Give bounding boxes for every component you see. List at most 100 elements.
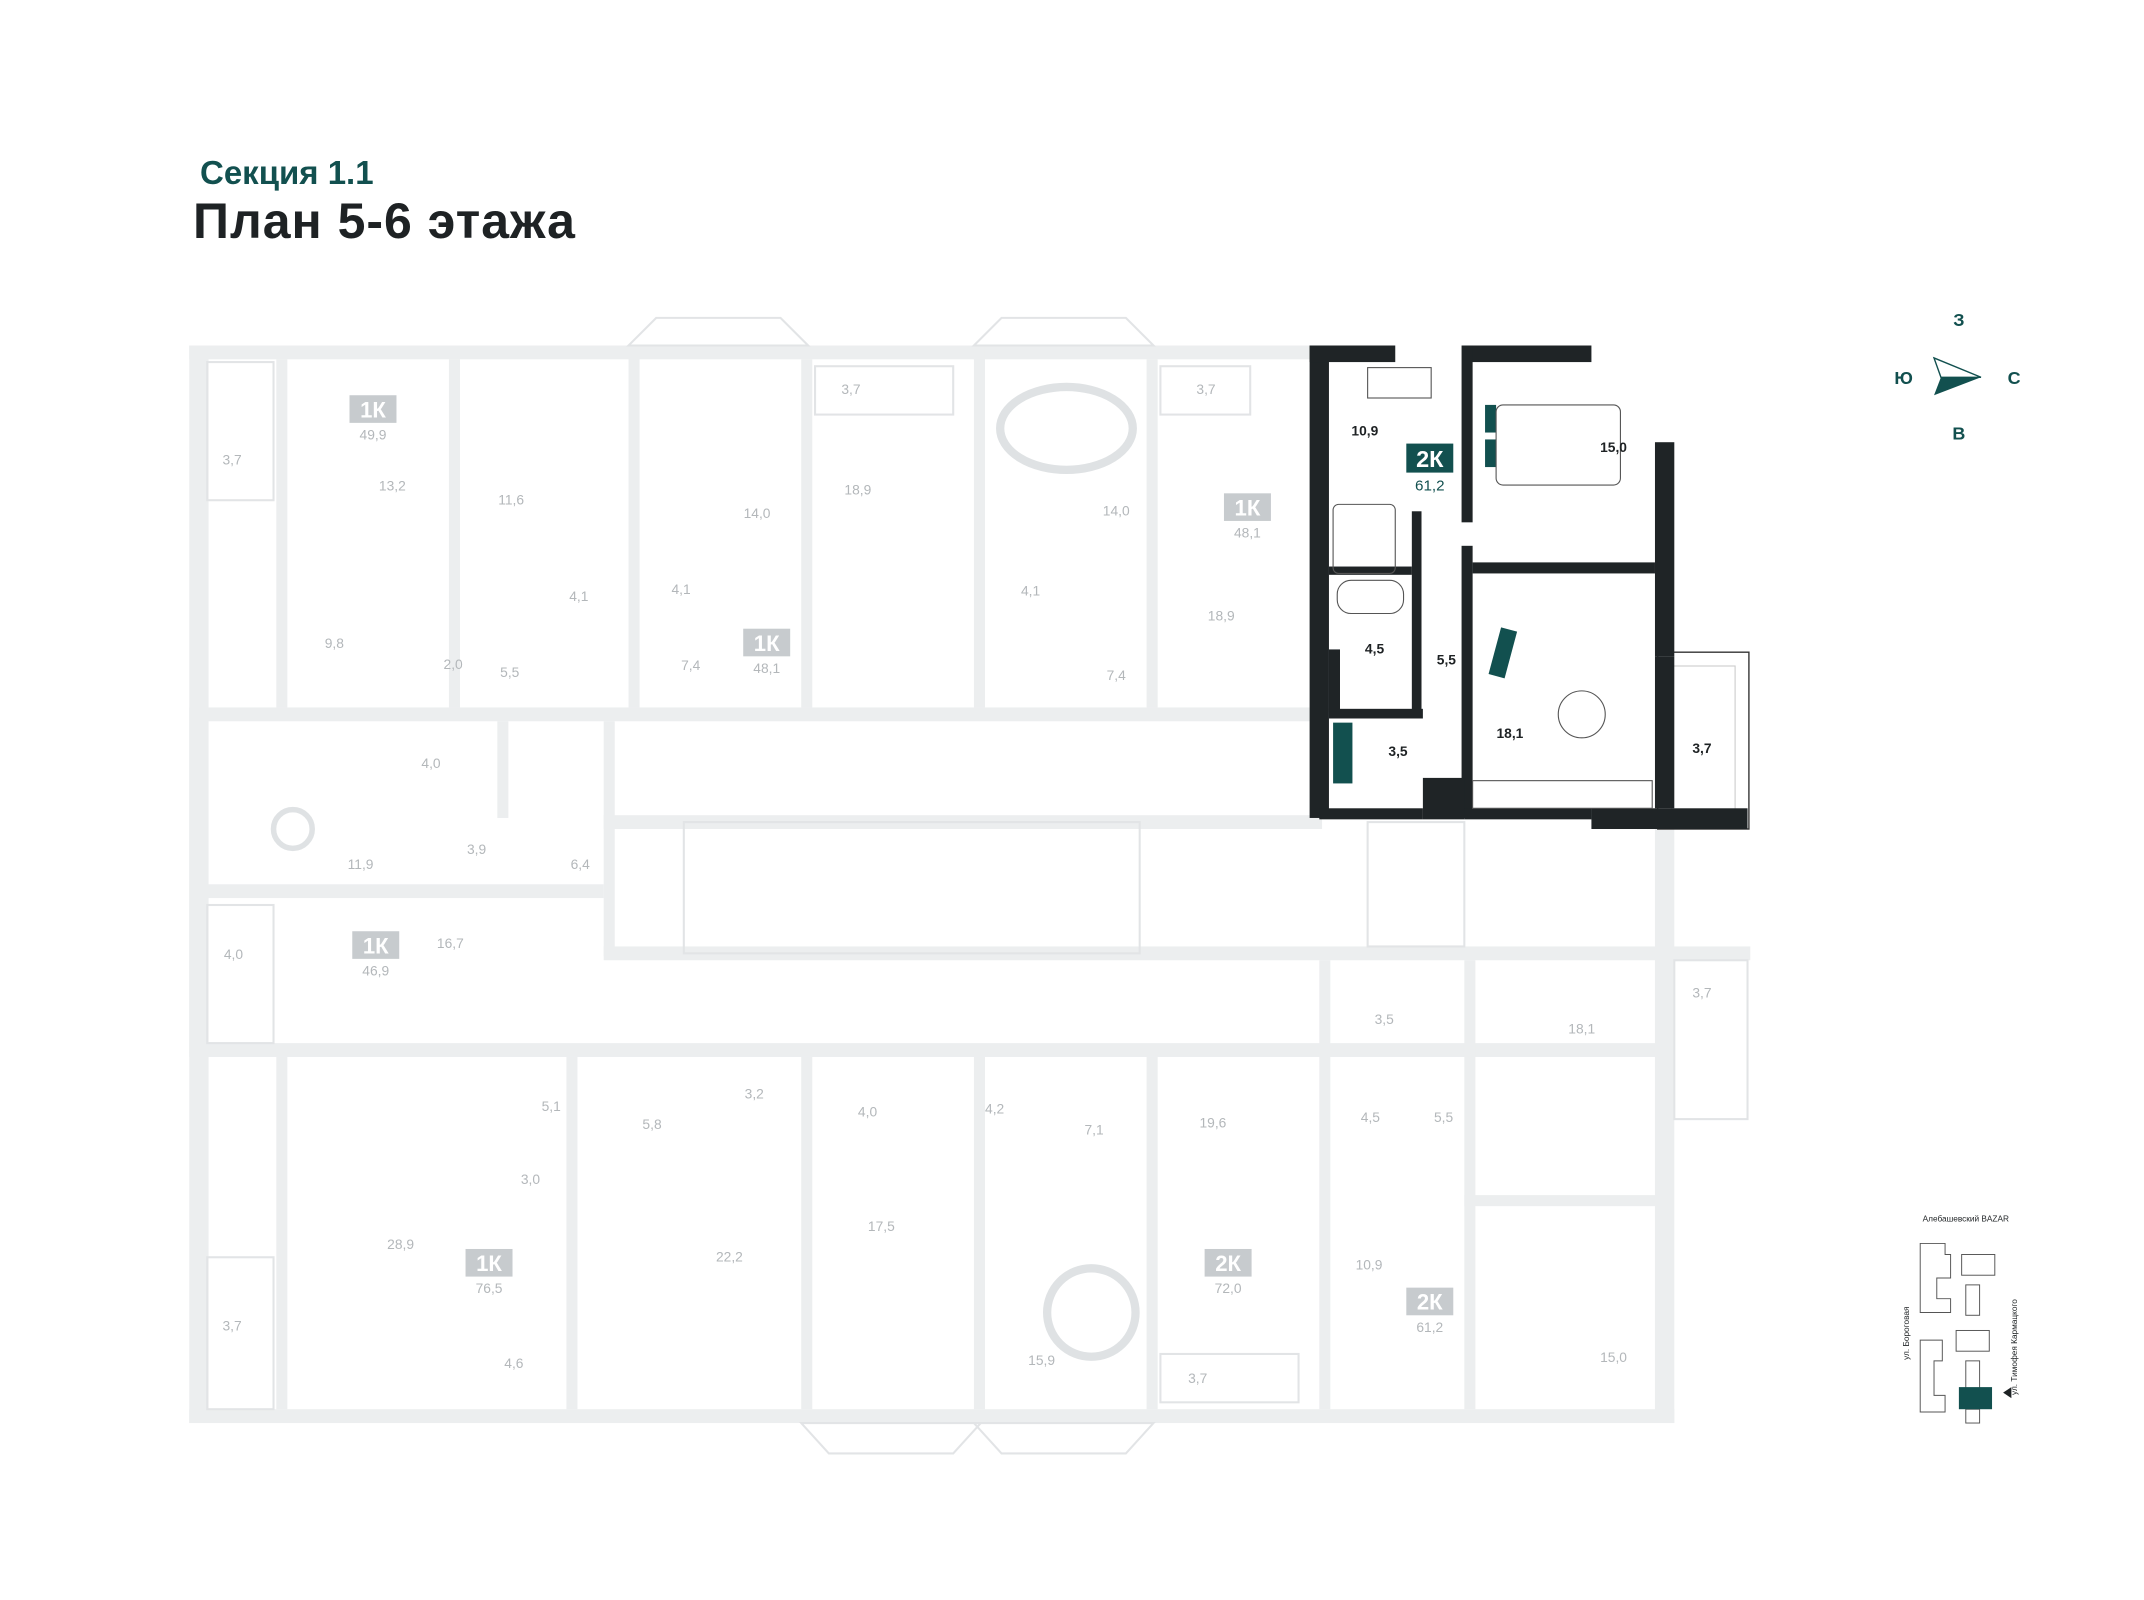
selected-badge [1406,443,1454,473]
room-area: 3,7 [222,1317,241,1333]
desk-icon [1367,367,1432,399]
room-area-labels: 3,7 13,2 11,6 9,8 2,0 5,5 4,1 4,1 14,0 7… [222,381,1711,1386]
apartment-type: 1К [360,397,386,422]
room-area: 5,5 [1434,1109,1454,1125]
room-area: 4,0 [224,946,244,962]
room-area: 3,2 [745,1085,764,1101]
apartment-badge[interactable]: 1К 46,9 [352,931,400,978]
room-area: 14,0 [1103,502,1130,518]
room-area: 13,2 [379,478,406,494]
room-area: 10,9 [1356,1257,1383,1273]
room-area: 4,5 [1365,641,1385,657]
room-area: 4,1 [671,581,690,597]
room-area: 2,0 [444,656,464,672]
room-area: 18,1 [1496,725,1523,741]
room-area: 9,8 [325,635,345,651]
apartment-type: 1К [363,933,389,958]
room-area: 11,9 [348,856,374,872]
room-area: 16,7 [437,935,464,951]
room-area: 18,9 [844,482,871,498]
kitchen-icon [1472,780,1653,809]
room-area: 15,0 [1600,1349,1627,1365]
apartment-area: 76,5 [476,1280,503,1296]
location-minimap: Алебашевский BAZAR ул. Бороговая ул. Тим… [1902,1214,2019,1424]
room-area: 5,8 [642,1116,662,1132]
room-area: 6,4 [571,856,591,872]
room-area: 4,1 [1021,583,1040,599]
room-area: 17,5 [868,1218,895,1234]
room-area: 15,9 [1028,1352,1055,1368]
minimap-street-right: ул. Тимофея Кармацкого [2010,1299,2019,1395]
pillow-icon [1485,439,1497,468]
room-area: 28,9 [387,1236,414,1252]
room-area: 15,0 [1600,439,1627,455]
apartment-type: 1К [754,631,780,656]
apartment-type: 1К [1235,495,1261,520]
apartment-type: 1К [476,1251,502,1276]
selected-apartment-area: 61,2 [1415,478,1445,495]
room-area: 7,4 [1107,667,1127,683]
building-walls [189,316,1751,1455]
room-area: 22,2 [716,1248,743,1264]
room-area: 3,7 [222,451,241,467]
room-area: 3,7 [1692,985,1711,1001]
bed-icon [1332,503,1396,574]
selected-apartment[interactable]: 2К 61,2 10,9 15,0 4,5 5,5 3,5 18,1 3,7 [1309,345,1750,830]
room-area: 18,9 [1208,607,1235,623]
compass: З Ю С В [1894,310,2020,443]
apartment-type: 2К [1417,1290,1443,1315]
room-area: 7,4 [681,657,701,673]
room-area: 3,9 [467,841,487,857]
room-area: 7,1 [1085,1121,1104,1137]
room-area: 3,7 [1188,1370,1207,1386]
room-area: 4,1 [569,588,588,604]
compass-south: Ю [1894,368,1913,388]
room-area: 4,2 [985,1101,1004,1117]
apartment-badge[interactable]: 1К 48,1 [1223,493,1271,541]
dining-table-icon [1557,690,1606,739]
room-area: 3,0 [521,1171,541,1187]
room-area: 3,7 [1196,381,1215,397]
rug-icon [1333,722,1353,784]
apartment-area: 61,2 [1416,1319,1443,1335]
apartment-area: 48,1 [1234,525,1261,541]
apartment-badge[interactable]: 1К 49,9 [349,395,397,442]
room-area: 4,5 [1361,1109,1381,1125]
compass-north: С [2008,368,2021,388]
compass-east: В [1952,423,1965,443]
minimap-street-left: ул. Бороговая [1902,1307,1911,1360]
apartment-area: 48,1 [753,660,780,676]
selected-apartment-type: 2К [1416,446,1444,472]
apartment-area: 49,9 [360,426,387,442]
bed-icon [1495,404,1621,486]
compass-arrow-icon [1932,356,1982,378]
room-area: 5,5 [1437,652,1457,668]
room-area: 4,0 [858,1103,878,1119]
room-area: 10,9 [1351,422,1378,438]
room-area: 3,7 [841,381,860,397]
apartment-badge[interactable]: 2К 61,2 [1406,1287,1454,1335]
section-label: Секция 1.1 [200,154,374,191]
room-area: 11,6 [498,491,524,507]
room-area: 18,1 [1568,1020,1595,1036]
room-area: 3,7 [1692,740,1712,756]
room-area: 14,0 [744,505,771,521]
room-area: 3,5 [1388,743,1408,759]
bathtub-icon [1336,579,1405,615]
room-area: 3,5 [1375,1011,1395,1027]
blanket-icon [1488,627,1518,679]
room-area: 5,5 [500,664,520,680]
apartment-badge[interactable]: 1К 76,5 [465,1248,513,1296]
current-building-marker [1958,1387,1993,1410]
room-area: 4,0 [421,755,441,771]
room-area: 4,6 [504,1355,524,1371]
apartment-area: 46,9 [362,962,389,978]
room-area: 19,6 [1199,1114,1226,1130]
minimap-landmark: Алебашевский BAZAR [1923,1214,2009,1223]
apartment-badge[interactable]: 1К 48,1 [743,628,791,676]
room-area: 5,1 [542,1098,561,1114]
apartment-area: 72,0 [1215,1280,1242,1296]
